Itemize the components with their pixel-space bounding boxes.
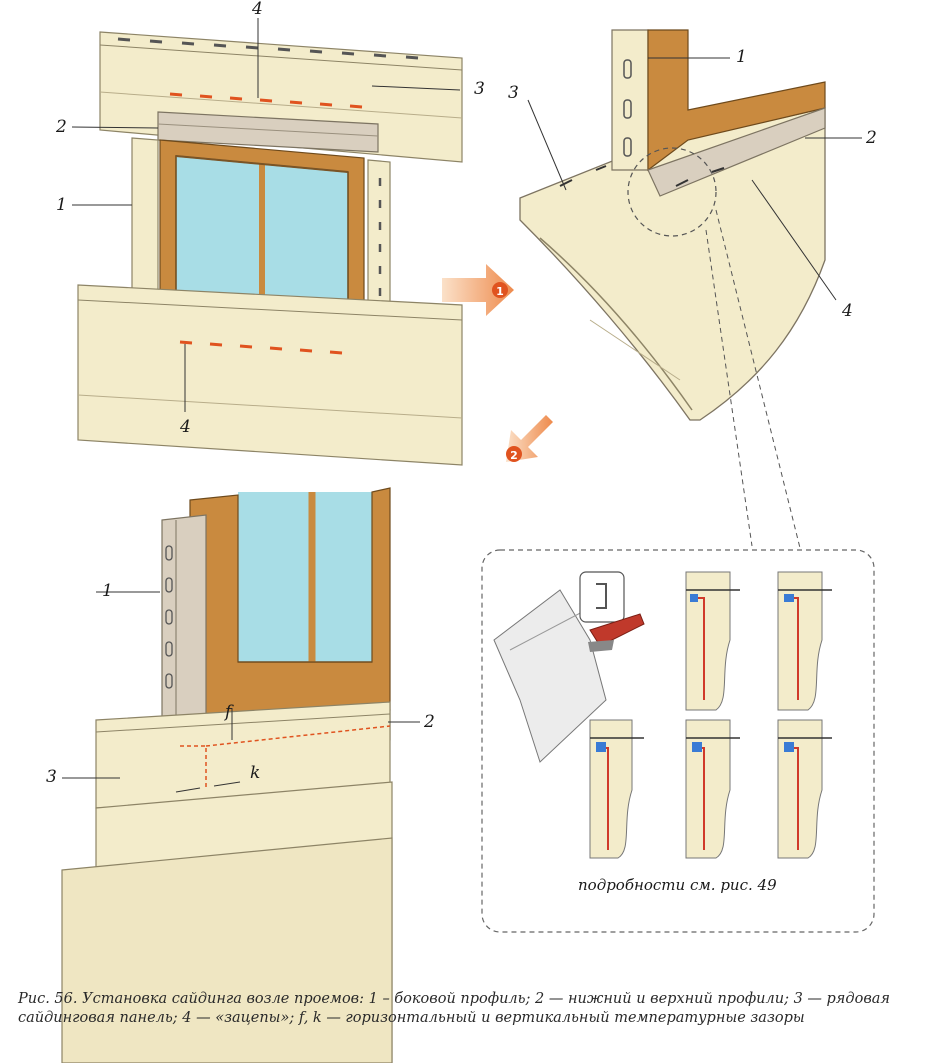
label-bl-trim: 2 <box>423 712 435 732</box>
label-bl-panel: 3 <box>46 767 57 787</box>
section-detail-2 <box>777 571 832 711</box>
section-detail-3 <box>589 719 644 859</box>
step-arrow-1: 1 <box>442 264 514 316</box>
label-gap-k: k <box>250 763 260 783</box>
snap-lock-punch-tool <box>493 571 645 763</box>
label-tr-hooks: 4 <box>841 301 853 321</box>
section-detail-1 <box>685 571 740 711</box>
label-side-profile: 1 <box>56 195 67 215</box>
top-right-closeup: 1 3 2 4 <box>508 29 877 549</box>
bottom-left-installed-view: f k 1 2 3 <box>46 487 435 1063</box>
detail-box <box>481 549 875 933</box>
detail-caption: подробности см. рис. 49 <box>578 876 777 894</box>
label-bl-side-profile: 1 <box>102 581 113 601</box>
label-hooks-bottom: 4 <box>179 417 191 437</box>
section-detail-5 <box>777 719 832 859</box>
step-1-number: 1 <box>496 285 504 298</box>
label-tr-panel: 3 <box>508 83 519 103</box>
figure-caption: Рис. 56. Установка сайдинга возле проемо… <box>18 991 891 1026</box>
label-upper-panel: 3 <box>474 79 485 99</box>
label-hooks-top: 4 <box>251 0 263 19</box>
label-gap-f: f <box>223 702 234 722</box>
step-arrow-2: 2 <box>506 415 553 462</box>
label-tr-side-profile: 1 <box>736 47 747 67</box>
label-upper-profile: 2 <box>55 117 67 137</box>
top-left-exploded-view: 4 3 2 1 4 <box>55 0 485 466</box>
section-detail-4 <box>685 719 740 859</box>
label-tr-trim: 2 <box>865 128 877 148</box>
step-2-number: 2 <box>510 449 518 462</box>
